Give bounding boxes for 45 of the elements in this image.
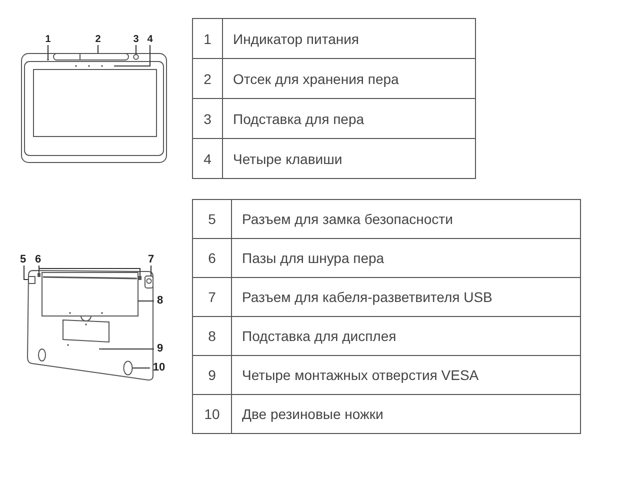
leader-line bbox=[38, 265, 140, 276]
callout-number: 1 bbox=[42, 35, 54, 45]
item-number-cell: 1 bbox=[192, 18, 222, 58]
item-number-cell: 6 bbox=[192, 238, 232, 278]
rubber-foot bbox=[123, 360, 133, 376]
display-stand bbox=[42, 272, 138, 322]
item-description-cell: Индикатор питания bbox=[222, 18, 476, 58]
callout-number: 10 bbox=[150, 362, 168, 374]
callout-number: 9 bbox=[154, 344, 166, 354]
item-number-cell: 10 bbox=[192, 394, 232, 434]
pen-holder bbox=[133, 54, 139, 60]
leader-line bbox=[150, 265, 152, 276]
callout-number: 5 bbox=[16, 254, 30, 266]
callout-number: 4 bbox=[144, 35, 156, 45]
leader-line bbox=[100, 348, 154, 350]
callout-number: 7 bbox=[144, 254, 158, 266]
item-number-cell: 4 bbox=[192, 138, 222, 178]
item-description-cell: Отсек для хранения пера bbox=[222, 58, 476, 98]
cord-groove bbox=[138, 276, 142, 280]
item-number-cell: 9 bbox=[192, 356, 232, 394]
leader-line bbox=[138, 300, 154, 302]
usb-port bbox=[144, 276, 154, 288]
callout-number: 3 bbox=[130, 35, 142, 45]
callout-number: 8 bbox=[154, 296, 166, 306]
callout-number: 6 bbox=[32, 254, 44, 266]
item-description-cell: Разъем для кабеля-разветвителя USB bbox=[232, 278, 580, 316]
indicator-dot bbox=[47, 58, 49, 60]
leader-line bbox=[24, 265, 29, 280]
item-description-cell: Четыре монтажных отверстия VESA bbox=[232, 356, 580, 394]
item-number-cell: 2 bbox=[192, 58, 222, 98]
item-number-cell: 3 bbox=[192, 98, 222, 138]
item-description-cell: Подставка для пера bbox=[222, 98, 476, 138]
item-description-cell: Две резиновые ножки bbox=[232, 394, 580, 434]
item-description-cell: Разъем для замка безопасности bbox=[232, 200, 580, 238]
lock-slot bbox=[28, 276, 36, 284]
item-description-cell: Пазы для шнура пера bbox=[232, 238, 580, 278]
item-description-cell: Подставка для дисплея bbox=[232, 316, 580, 356]
cord-groove bbox=[38, 273, 40, 277]
item-number-cell: 8 bbox=[192, 316, 232, 356]
leader-line bbox=[115, 44, 150, 66]
pen-tray bbox=[53, 53, 129, 60]
item-number-cell: 7 bbox=[192, 278, 232, 316]
item-description-cell: Четыре клавиши bbox=[222, 138, 476, 178]
callout-number: 2 bbox=[92, 35, 104, 45]
item-number-cell: 5 bbox=[192, 200, 232, 238]
